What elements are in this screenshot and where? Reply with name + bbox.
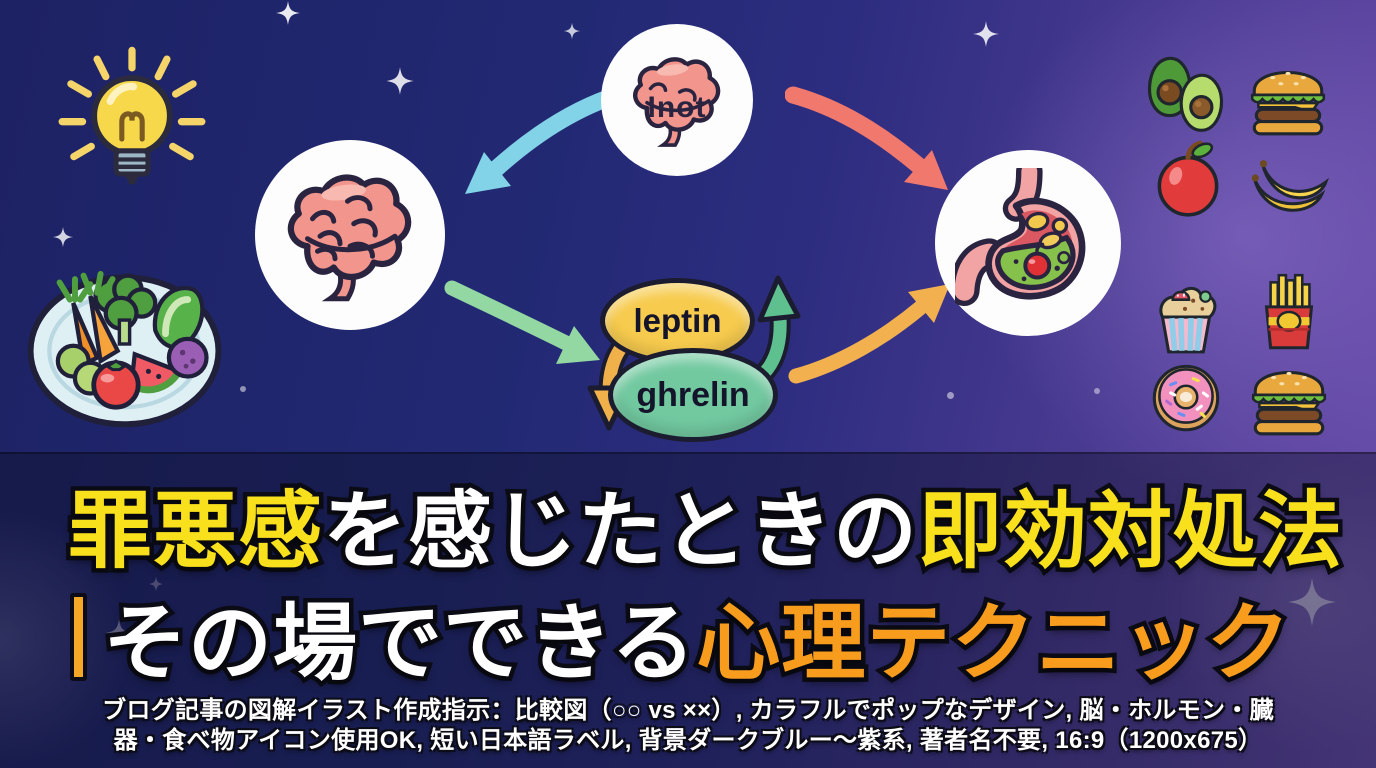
donut-icon [1140, 350, 1232, 442]
headline-keyword-remedy: 即効対処法 [914, 480, 1347, 583]
headline-keyword-guilt: 罪悪感 [63, 480, 326, 583]
brain-icon [633, 57, 721, 147]
inot-label: Inot [647, 90, 707, 124]
stomach-icon [955, 168, 1086, 307]
sparkle-icon [563, 22, 581, 40]
banana-icon [1242, 133, 1334, 225]
sparkle-icon [386, 67, 414, 95]
instruction-fineprint: ブログ記事の図解イラスト作成指示：比較図（○○ vs ××）, カラフルでポップ… [0, 696, 1376, 756]
headline-white-text: その場でできる [98, 592, 699, 695]
french-fries-icon [1243, 266, 1335, 358]
vegetable-plate-icon [22, 258, 227, 430]
fineprint-line1: ブログ記事の図解イラスト作成指示：比較図（○○ vs ××）, カラフルでポップ… [102, 697, 1274, 724]
ghrelin-label: ghrelin [636, 375, 750, 414]
headline-line2-text: その場でできる心理テクニック [98, 576, 1295, 697]
title-band: 罪悪感を感じたときの即効対処法 その場でできる心理テクニック ブログ記事の図解イ… [0, 452, 1376, 768]
headline-middle-text: を感じたときの [319, 480, 922, 583]
light-bulb-icon [52, 45, 212, 210]
stomach-node [935, 150, 1121, 336]
brain-icon [287, 174, 412, 302]
star-dot [240, 386, 246, 392]
leptin-label: leptin [633, 302, 722, 339]
arrow-brain-left-icon [465, 85, 625, 194]
sparkle-icon [276, 1, 300, 25]
headline-keyword-psychology: 心理テクニック [692, 592, 1295, 695]
star-dot [1094, 388, 1100, 394]
cupcake-icon [1140, 268, 1232, 360]
arrow-brain-to-hormones-icon [444, 280, 600, 364]
apple-icon [1142, 133, 1234, 225]
hamburger-icon [1242, 50, 1334, 142]
ghrelin-bubble: ghrelin [608, 348, 778, 442]
arrow-stomach-right-icon [785, 86, 948, 190]
inot-brain-node: Inot [601, 24, 753, 176]
star-dot [947, 392, 954, 399]
brain-node [255, 140, 445, 330]
arrow-hormones-to-stomach-icon [788, 284, 950, 384]
sparkle-icon [973, 21, 999, 47]
avocado-icon [1138, 48, 1233, 143]
hamburger-icon [1243, 350, 1335, 442]
headline-line2: その場でできる心理テクニック [70, 576, 1295, 697]
headline-line1: 罪悪感を感じたときの即効対処法 [63, 464, 1347, 585]
accent-bar [70, 592, 87, 681]
sparkle-icon [52, 226, 74, 248]
fineprint-line2: 器・食べ物アイコン使用OK, 短い日本語ラベル, 背景ダークブルー〜紫系, 著者… [113, 727, 1263, 754]
